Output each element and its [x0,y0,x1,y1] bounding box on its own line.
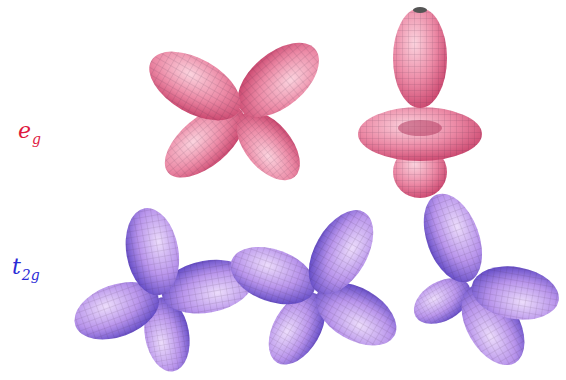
dxy-orbital [67,204,258,375]
symbol-subscript: g [32,131,41,147]
symbol-letter: e [18,118,31,143]
symbol-subscript: 2g [22,267,40,283]
symbol-letter: t [12,254,21,279]
dz2-orbital [358,7,482,198]
eg-symbol: eg [18,120,41,142]
dx2y2-orbital [138,28,333,191]
t2g-symbol: t2g [12,256,40,278]
dxz-orbital [223,199,408,374]
dyz-orbital [406,186,563,376]
